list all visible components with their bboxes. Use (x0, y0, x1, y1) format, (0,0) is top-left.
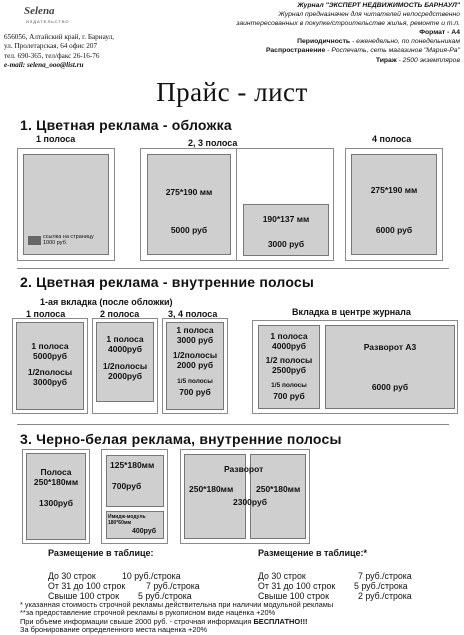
divider (17, 268, 449, 269)
bw-half-page-price: 700руб (112, 481, 142, 491)
cover-page-4: 275*190 мм 6000 руб (345, 148, 443, 261)
page-2-price: 5000 руб (170, 225, 208, 235)
label-page-4: 4 полоса (372, 134, 412, 144)
cover-page-3-area (243, 204, 329, 256)
logo-subtitle: ИЗДАТЕЛЬСТВО (26, 19, 70, 24)
cover-page-2-area (147, 154, 231, 255)
spread-a3-title: Разворот А3 (363, 342, 417, 352)
page-4-price: 6000 руб (375, 225, 413, 235)
page-3-price: 3000 руб (267, 239, 305, 249)
divider (17, 424, 449, 425)
page-title: Прайс - лист (156, 77, 308, 107)
label-pages-2-3: 2, 3 полоса (188, 138, 238, 148)
cover-page-4-area (351, 154, 437, 255)
classified-table-right-title: Размещение в таблице:* (258, 548, 368, 558)
inner-page-2-area (96, 322, 154, 402)
section-heading-cover: 1. Цветная реклама - обложка (20, 117, 232, 133)
journal-info: Журнал "ЭКСПЕРТ НЕДВИЖИМОСТЬ БАРНАУЛ" Жу… (190, 1, 460, 65)
bw-spread-left-area (184, 454, 246, 539)
classified-table-left: Размещение в таблице: До 30 строк 10 руб… (48, 548, 228, 601)
footnotes: * указанная стоимость строчной рекламы д… (20, 600, 460, 635)
table-row: От 31 до 100 строк 5 руб./строка (258, 580, 408, 591)
address-line: 656056, Алтайский край, г. Барнаул, (4, 33, 115, 41)
inner-pages-3-4-area (166, 322, 224, 410)
email-link[interactable]: e-mail: selena_ooo@list.ru (4, 61, 84, 70)
table-row: Свыше 100 строк 2 руб./строка (258, 590, 412, 601)
address-line: тел. 690-365, тел/факс 26-16-76 (4, 51, 100, 60)
spread-a3-area (325, 325, 455, 409)
page-4-size: 275*190 мм (370, 185, 418, 195)
section-heading-inner-color: 2. Цветная реклама - внутренние полосы (20, 274, 315, 290)
cover-page-2: 275*190 мм 5000 руб (140, 148, 238, 261)
label-col-page-1: 1 полоса (26, 309, 66, 319)
page-2-size: 275*190 мм (165, 187, 213, 197)
publisher-address: 656056, Алтайский край, г. Барнаул, ул. … (4, 33, 184, 71)
label-first-insert: 1-ая вкладка (после обложки) (40, 297, 173, 307)
address-line: ул. Пролетарская, 64 офис 207 (4, 42, 98, 51)
bw-full-page-area (26, 453, 86, 540)
journal-periodicity: Периодичность - еженедельно, по понедель… (297, 38, 460, 46)
moon-logo-icon (7, 4, 18, 26)
footnote: При объеме информации свыше 2000 руб. - … (20, 616, 308, 626)
cover-page-3: 190*137 мм 3000 руб (236, 148, 334, 261)
journal-format: Формат - А4 (419, 29, 460, 37)
bw-spread-price: 2300руб (233, 497, 267, 507)
footnote: * указанная стоимость строчной рекламы д… (20, 600, 334, 609)
bw-spread: Разворот 250*180мм 250*180мм 2300руб (180, 449, 310, 544)
classified-table-right: Размещение в таблице:* До 30 строк 7 руб… (258, 548, 458, 601)
center-insert-page-area (258, 325, 320, 409)
bw-spread-right-size: 250*180мм (256, 484, 301, 494)
bw-half-page-area (106, 455, 164, 507)
journal-description: заинтересованных в покупке/строительстве… (236, 20, 460, 28)
inner-page-1-area (16, 322, 84, 410)
label-col-pages-3-4: 3, 4 полоса (168, 309, 218, 319)
publisher-logo: Selena ИЗДАТЕЛЬСТВО (4, 2, 72, 30)
label-col-page-2: 2 полоса (100, 309, 140, 319)
table-row: До 30 строк 7 руб./строка (258, 570, 412, 581)
journal-circulation: Тираж - 2500 экземпляров (375, 56, 460, 64)
spread-a3-price: 6000 руб (371, 382, 409, 392)
image-module-price: 400руб (132, 528, 157, 535)
section-heading-bw: 3. Черно-белая реклама, внутренние полос… (20, 431, 342, 447)
table-row: От 31 до 100 строк 7 руб./строка (48, 580, 200, 591)
table-row: Свыше 100 строк 5 руб./строка (48, 590, 192, 601)
journal-distribution: Распространение - Роспечать, сеть магази… (265, 47, 460, 55)
link-swatch (28, 236, 41, 245)
cover-page-1: ссылка на страницу 1000 руб. (17, 148, 115, 261)
footnote: За бронирование определенного места наце… (20, 625, 208, 635)
classified-table-left-title: Размещение в таблице: (48, 548, 154, 558)
image-module-area (106, 511, 164, 539)
link-note: ссылка на страницу 1000 руб. (43, 234, 94, 246)
bw-spread-right-area (250, 454, 306, 539)
label-center-insert: Вкладка в центре журнала (292, 307, 411, 317)
journal-title: Журнал "ЭКСПЕРТ НЕДВИЖИМОСТЬ БАРНАУЛ" (297, 2, 460, 9)
journal-description: Журнал предназначен для читателей непоср… (278, 11, 460, 19)
footnote: **за предоставление строчной рекламы в р… (20, 608, 276, 618)
logo-text: Selena (24, 5, 55, 17)
table-row: До 30 строк 10 руб./строка (48, 570, 181, 581)
bw-half-page-size: 125*180мм (110, 460, 155, 470)
page-3-size: 190*137 мм (262, 214, 310, 224)
bw-spread-title: Разворот (224, 464, 264, 474)
label-page-1: 1 полоса (36, 134, 76, 144)
bw-spread-left-size: 250*180мм (189, 484, 234, 494)
